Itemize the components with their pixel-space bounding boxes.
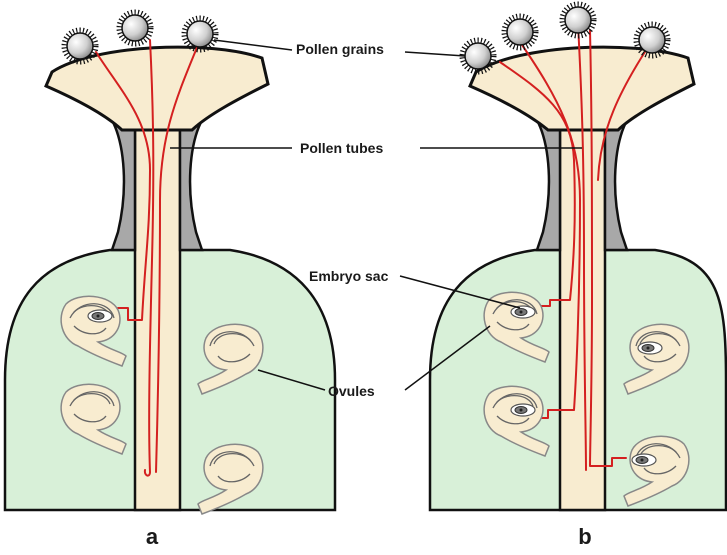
pollen-grain-a3 [184, 18, 216, 50]
transmitting-tissue-left-b [537, 116, 560, 250]
label-pollen-grains: Pollen grains [296, 41, 384, 57]
label-embryo-sac: Embryo sac [309, 268, 389, 284]
panel-b [430, 4, 726, 510]
transmitting-tissue-right-a [180, 116, 202, 250]
embryo-sac-b-top-left [511, 306, 535, 318]
leader-pollen-grains-b [405, 52, 465, 56]
label-pollen-tubes: Pollen tubes [300, 140, 383, 156]
embryo-sac-b-bottom-right [632, 454, 656, 466]
label-ovules: Ovules [328, 383, 375, 399]
leader-pollen-grains-a [214, 40, 292, 50]
transmitting-tissue-right-b [605, 116, 627, 250]
panel-label-b: b [578, 524, 591, 549]
embryo-sac-b-top-right [638, 342, 662, 354]
pollen-grain-a2 [119, 12, 151, 44]
pollen-grain-b2 [504, 16, 536, 48]
embryo-sac-b-bottom-left [511, 404, 535, 416]
panel-label-a: a [146, 524, 159, 549]
transmitting-tissue-left-a [112, 116, 135, 250]
panel-a [5, 12, 335, 514]
embryo-sac-a [88, 310, 112, 322]
